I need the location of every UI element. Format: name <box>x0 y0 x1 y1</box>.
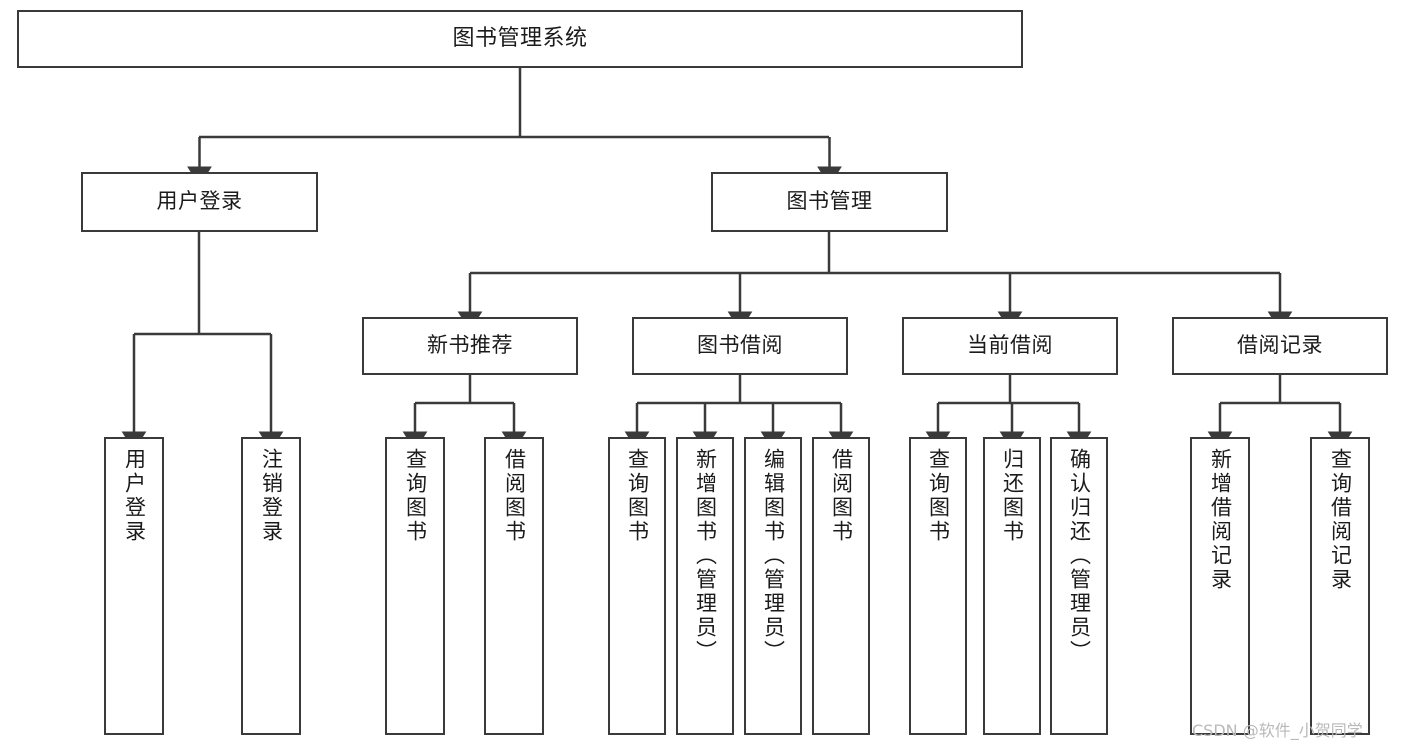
node-label: 用户登录 <box>156 189 243 214</box>
node-label: 确认归还（管理员） <box>1067 448 1092 664</box>
node-current[interactable]: 当前借阅 <box>902 317 1118 375</box>
node-label: 编辑图书（管理员） <box>761 448 786 664</box>
node-leaf-user-login[interactable]: 用户登录 <box>104 437 164 735</box>
node-label: 查询借阅记录 <box>1328 448 1353 592</box>
node-label: 借阅记录 <box>1237 333 1323 358</box>
node-leaf-user-logout[interactable]: 注销登录 <box>241 437 301 735</box>
node-newbook[interactable]: 新书推荐 <box>362 317 578 375</box>
node-label: 图书管理 <box>786 189 873 214</box>
node-label: 新增借阅记录 <box>1208 448 1233 592</box>
node-leaf-borrow-lend[interactable]: 借阅图书 <box>812 437 870 735</box>
node-label: 借阅图书 <box>502 448 527 544</box>
node-borrow[interactable]: 图书借阅 <box>632 317 848 375</box>
node-record[interactable]: 借阅记录 <box>1172 317 1388 375</box>
node-leaf-rec-query[interactable]: 查询借阅记录 <box>1310 437 1370 735</box>
node-leaf-new-query[interactable]: 查询图书 <box>385 437 445 735</box>
node-leaf-cur-return[interactable]: 归还图书 <box>983 437 1041 735</box>
node-label: 归还图书 <box>1000 448 1025 544</box>
node-root[interactable]: 图书管理系统 <box>17 10 1023 68</box>
node-leaf-cur-confirm[interactable]: 确认归还（管理员） <box>1050 437 1108 735</box>
node-leaf-new-borrow[interactable]: 借阅图书 <box>484 437 544 735</box>
node-leaf-borrow-query[interactable]: 查询图书 <box>608 437 666 735</box>
node-label: 查询图书 <box>625 448 650 544</box>
node-label: 用户登录 <box>122 448 147 544</box>
node-label: 新书推荐 <box>427 333 513 358</box>
node-label: 图书管理系统 <box>452 25 588 51</box>
node-label: 查询图书 <box>403 448 428 544</box>
edges <box>121 68 1353 452</box>
node-leaf-rec-add[interactable]: 新增借阅记录 <box>1190 437 1250 735</box>
node-label: 图书借阅 <box>697 333 783 358</box>
node-bookmgmt[interactable]: 图书管理 <box>711 172 948 232</box>
node-login[interactable]: 用户登录 <box>81 172 318 232</box>
node-leaf-cur-query[interactable]: 查询图书 <box>909 437 967 735</box>
watermark: CSDN @软件_小贺同学 <box>1192 721 1363 740</box>
node-leaf-borrow-edit[interactable]: 编辑图书（管理员） <box>744 437 802 735</box>
node-label: 当前借阅 <box>967 333 1053 358</box>
node-label: 新增图书（管理员） <box>693 448 718 664</box>
node-label: 注销登录 <box>259 448 284 544</box>
node-label: 查询图书 <box>926 448 951 544</box>
node-leaf-borrow-add[interactable]: 新增图书（管理员） <box>676 437 734 735</box>
node-label: 借阅图书 <box>829 448 854 544</box>
